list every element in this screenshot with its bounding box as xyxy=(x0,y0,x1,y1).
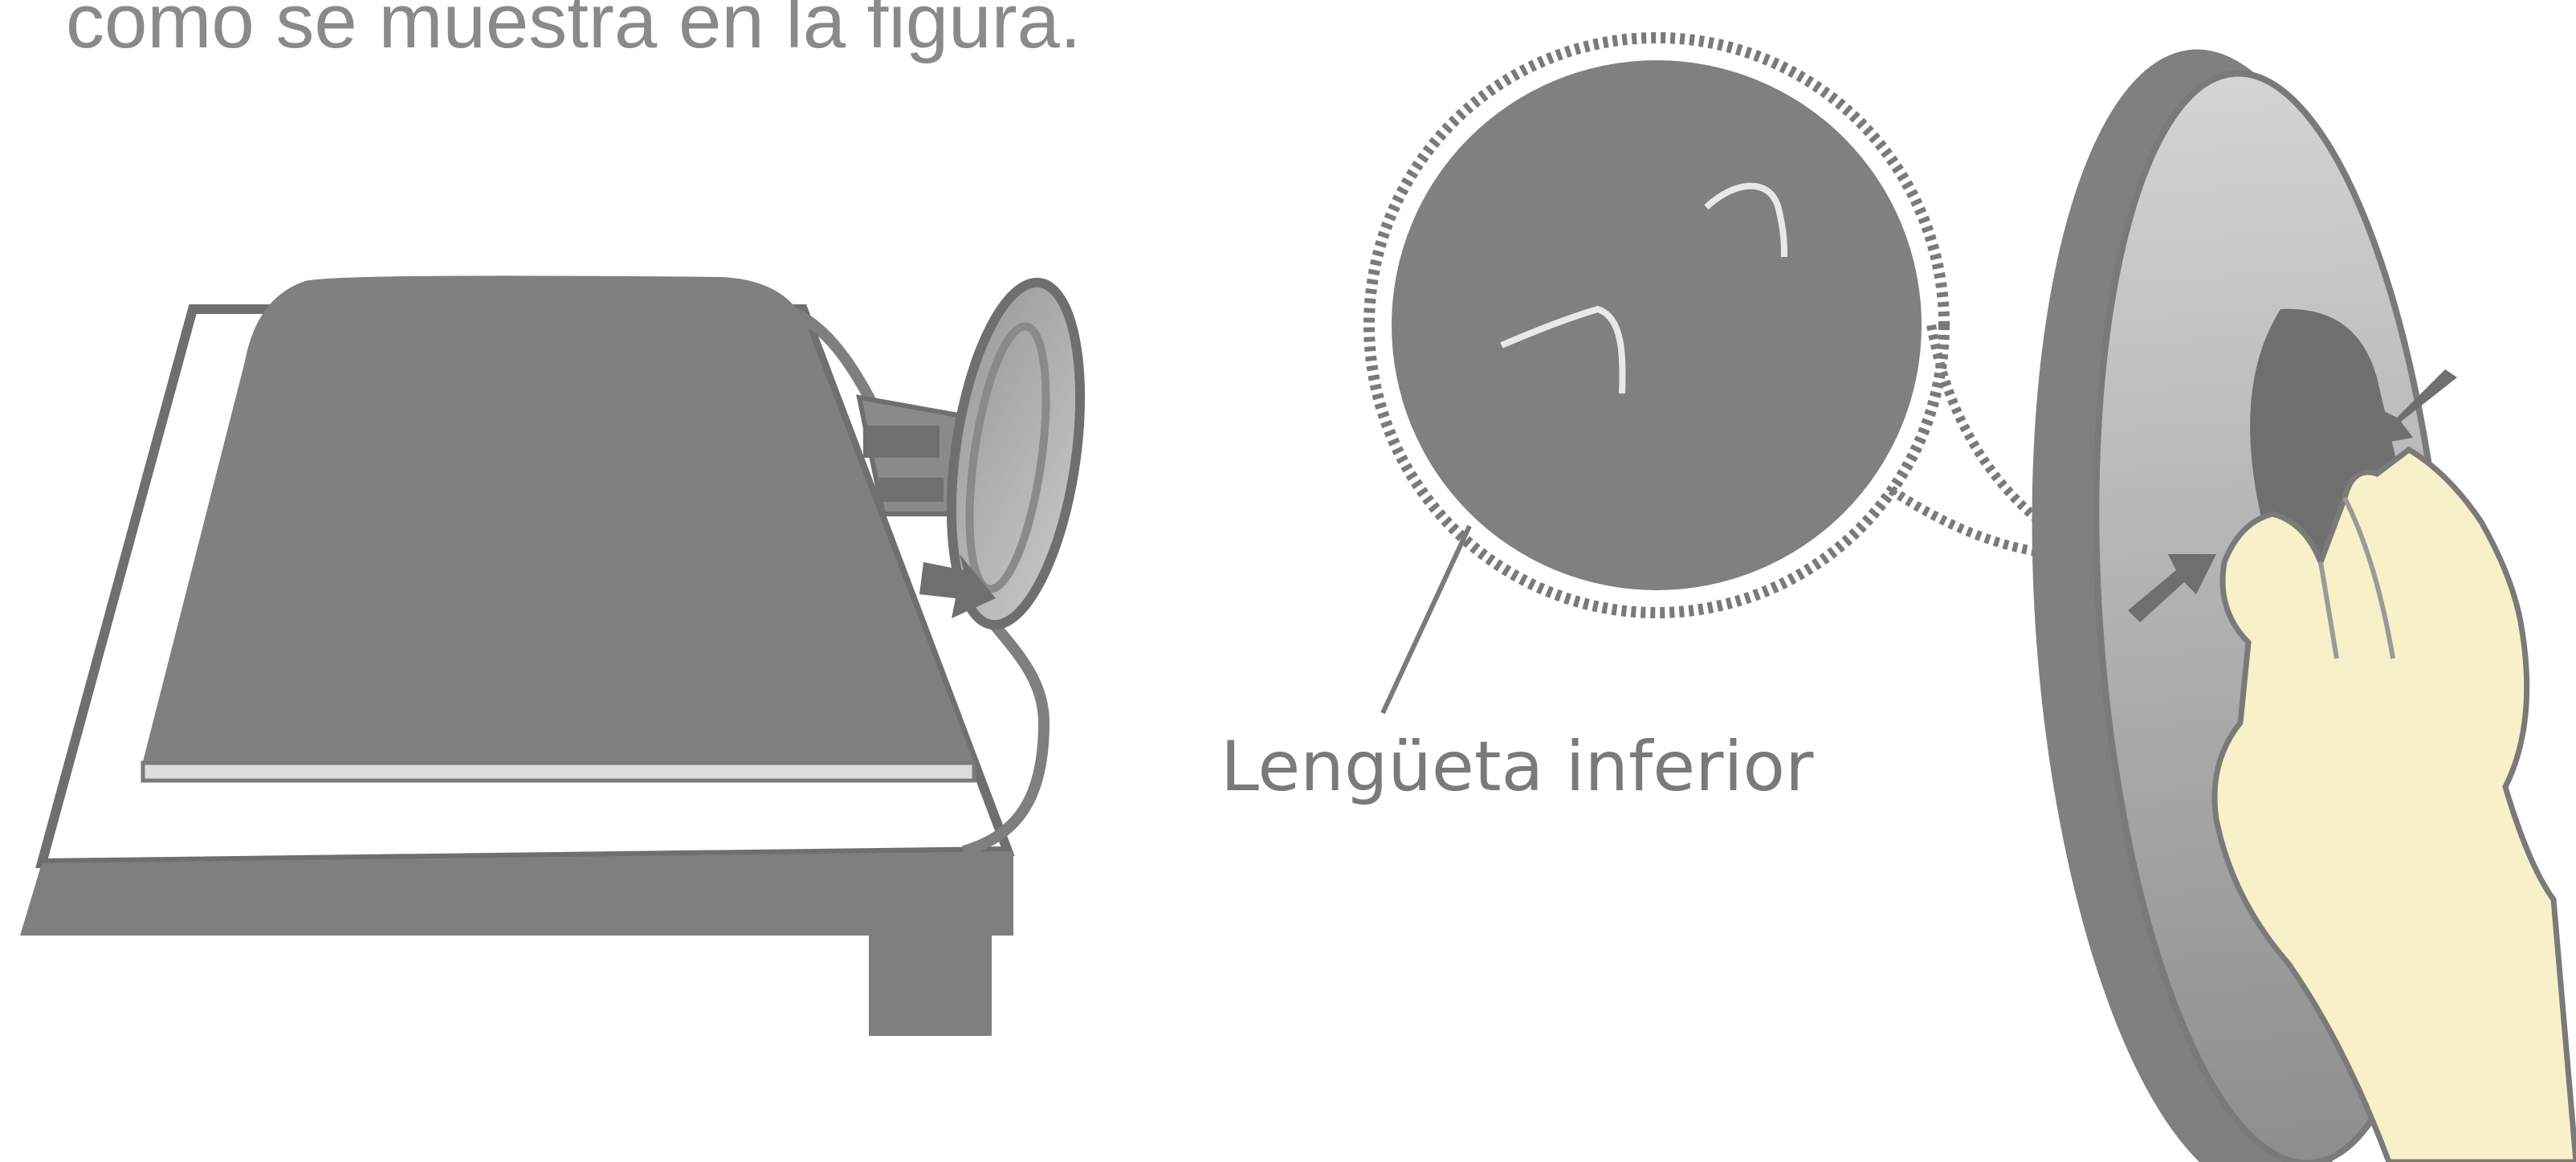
magnified-tab-callout xyxy=(1363,32,2253,715)
arrow-icon xyxy=(2369,369,2457,446)
stand-base-inner xyxy=(965,322,1050,593)
instruction-caption: como se muestra en la figura. xyxy=(66,0,1082,64)
label-leader-line xyxy=(1380,524,1472,715)
lower-tab-label: Lengüeta inferior xyxy=(1221,727,1814,807)
hand xyxy=(2211,446,2576,1162)
tab-mark xyxy=(1500,305,1626,394)
arrow-icon xyxy=(919,554,996,618)
monitor-on-table-drawing xyxy=(20,275,1086,1036)
callout-connector xyxy=(1926,324,2090,559)
monitor-bezel xyxy=(141,760,976,783)
base-with-hand-drawing xyxy=(2032,49,2576,1162)
callout-connector xyxy=(1888,486,2056,559)
callout-circle xyxy=(1392,60,1922,590)
tab-mark xyxy=(1704,182,1787,258)
table-edge xyxy=(20,851,1013,936)
stand-neck-slot xyxy=(879,478,944,502)
monitor-back xyxy=(141,275,976,771)
callout-dotted-ring xyxy=(1363,32,1950,618)
arrow-icon xyxy=(2128,554,2216,622)
table-leg xyxy=(869,915,992,1036)
hand-finger-line xyxy=(2342,496,2395,659)
hand-finger-line xyxy=(2318,561,2339,659)
stand-neck-slot xyxy=(863,426,940,458)
